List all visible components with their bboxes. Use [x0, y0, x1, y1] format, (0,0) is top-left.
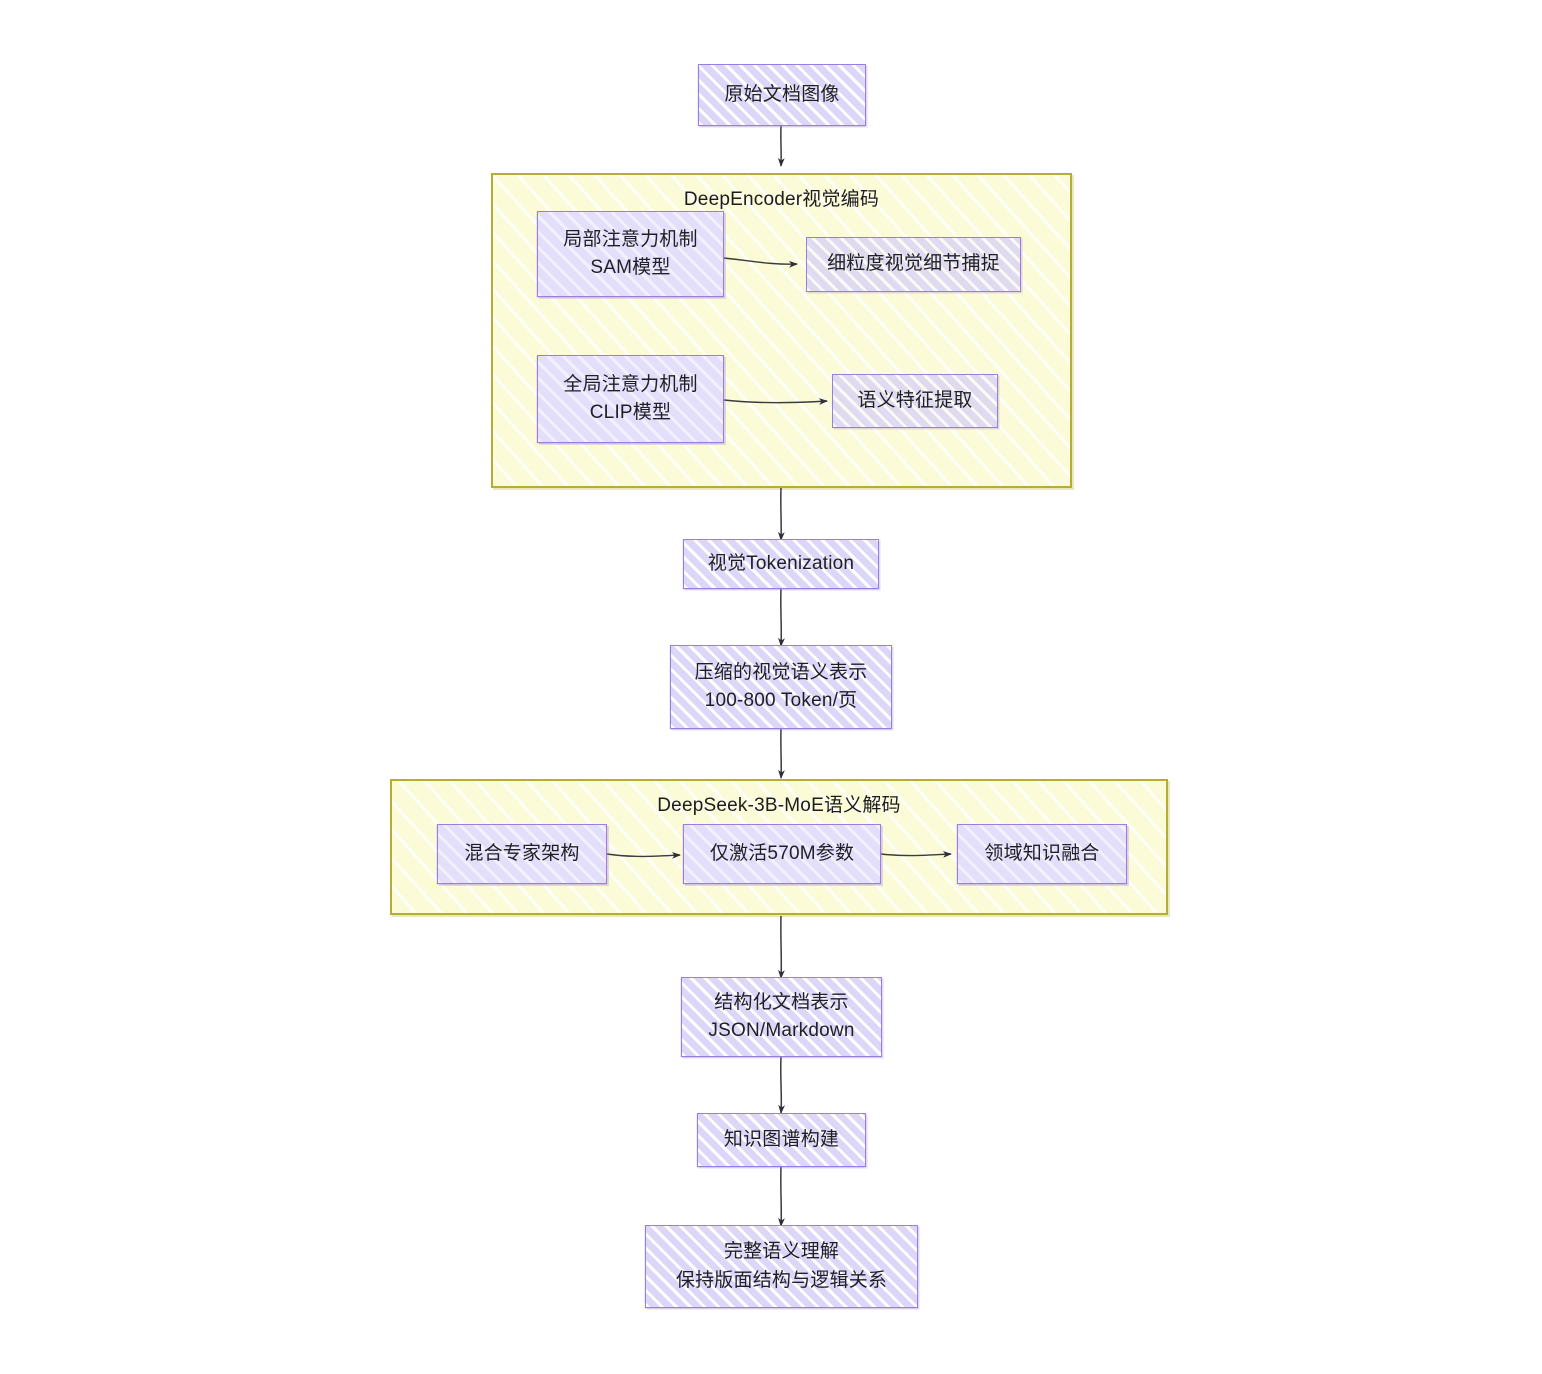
node-local-attention[interactable]: 局部注意力机制 SAM模型: [537, 211, 724, 297]
node-compressed-repr[interactable]: 压缩的视觉语义表示 100-800 Token/页: [670, 645, 892, 729]
node-global-attention-line1: 全局注意力机制: [563, 373, 698, 395]
node-final-understanding[interactable]: 完整语义理解 保持版面结构与逻辑关系: [645, 1225, 918, 1308]
node-global-attention-line2: CLIP模型: [589, 402, 672, 423]
node-final-understanding-line2: 保持版面结构与逻辑关系: [675, 1269, 888, 1291]
node-structured-doc[interactable]: 结构化文档表示 JSON/Markdown: [681, 977, 882, 1057]
node-structured-doc-line2: JSON/Markdown: [708, 1020, 855, 1041]
node-source-image[interactable]: 原始文档图像: [698, 64, 866, 126]
node-active-params-line1: 仅激活570M参数: [709, 842, 855, 864]
node-visual-tokenization[interactable]: 视觉Tokenization: [683, 539, 879, 589]
node-compressed-repr-line1: 压缩的视觉语义表示: [694, 661, 868, 683]
node-active-params[interactable]: 仅激活570M参数: [683, 824, 881, 884]
node-moe-arch-line1: 混合专家架构: [464, 842, 580, 864]
node-local-attention-line2: SAM模型: [590, 257, 671, 278]
node-fine-grained-line1: 细粒度视觉细节捕捉: [827, 253, 1000, 275]
node-fine-grained[interactable]: 细粒度视觉细节捕捉: [806, 237, 1021, 292]
node-compressed-repr-line2: 100-800 Token/页: [704, 690, 858, 711]
node-semantic-feature[interactable]: 语义特征提取: [832, 374, 998, 428]
node-final-understanding-line1: 完整语义理解: [723, 1241, 840, 1262]
edge-tokenization-to-compressed: [778, 588, 785, 647]
group-deepseek-moe-title: DeepSeek-3B-MoE语义解码: [657, 795, 901, 816]
node-visual-tokenization-line1: 视觉Tokenization: [707, 552, 855, 574]
node-global-attention[interactable]: 全局注意力机制 CLIP模型: [537, 355, 724, 443]
node-knowledge-graph-line1: 知识图谱构建: [723, 1128, 840, 1150]
node-domain-fusion[interactable]: 领域知识融合: [957, 824, 1127, 884]
node-structured-doc-line1: 结构化文档表示: [714, 991, 849, 1013]
edge-structured-to-kg: [778, 1056, 786, 1114]
group-deep-encoder-title: DeepEncoder视觉编码: [683, 189, 880, 210]
node-moe-arch[interactable]: 混合专家架构: [437, 824, 607, 884]
node-semantic-feature-line1: 语义特征提取: [857, 389, 973, 411]
node-source-image-line1: 原始文档图像: [724, 83, 840, 105]
edge-kg-to-final: [778, 1166, 785, 1227]
node-domain-fusion-line1: 领域知识融合: [984, 842, 1100, 864]
node-local-attention-line1: 局部注意力机制: [563, 228, 698, 250]
node-knowledge-graph[interactable]: 知识图谱构建: [697, 1113, 866, 1167]
